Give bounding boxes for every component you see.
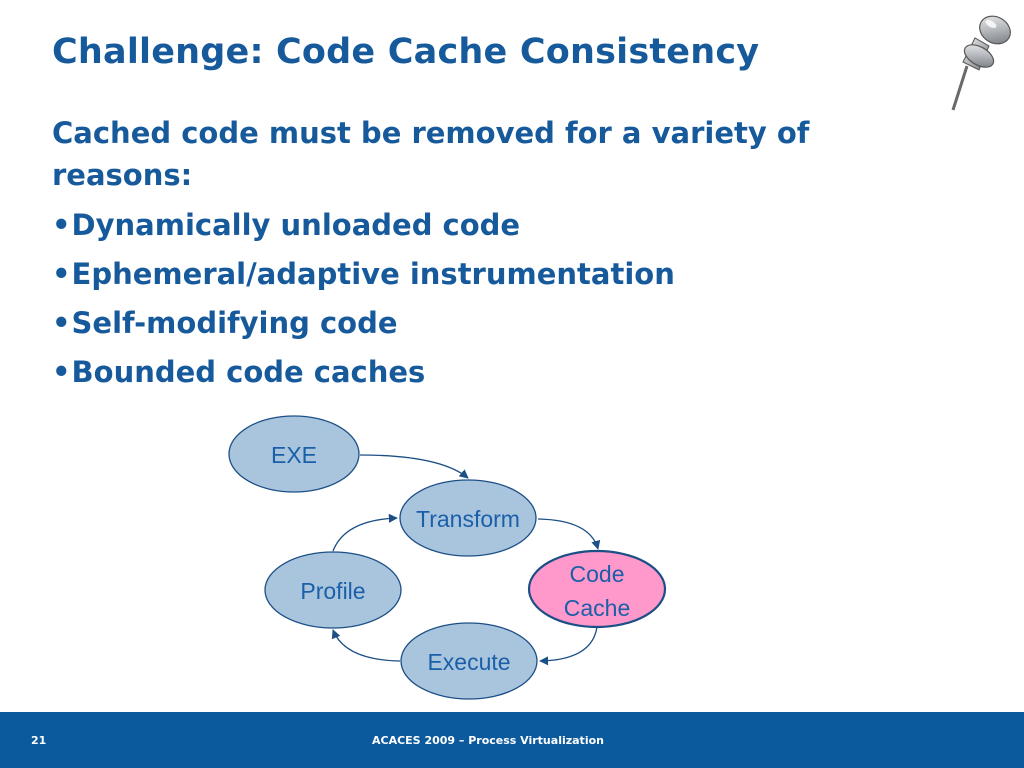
arrow-transform-to-code-cache [537,518,601,550]
node-execute: Execute [400,622,538,700]
bullet-marker: • [52,355,71,389]
footer-bar: 21 ACACES 2009 – Process Virtualization [0,712,1024,768]
bullet-item: •Bounded code caches [52,351,952,393]
bullet-marker: • [52,208,71,242]
page-number: 21 [31,734,47,747]
node-profile: Profile [264,551,402,629]
intro-text: Cached code must be removed for a variet… [52,116,810,192]
node-execute-label: Execute [427,649,510,675]
arrow-profile-to-transform [332,513,398,552]
node-code-cache-label-line1: Code [570,561,625,587]
diagram-connectors [331,454,601,666]
node-code-cache-label-line2: Cache [564,595,630,621]
bullet-text: Self-modifying code [71,306,398,340]
slide-body: Cached code must be removed for a variet… [52,112,952,400]
node-exe-label: EXE [271,442,317,468]
bullet-text: Ephemeral/adaptive instrumentation [71,257,675,291]
push-pin-icon [951,15,1011,111]
arrow-execute-to-profile [331,629,401,662]
node-code-cache: Code Cache [527,549,667,629]
arrow-exe-to-transform [359,454,469,479]
bullet-marker: • [52,306,71,340]
bullet-item: •Ephemeral/adaptive instrumentation [52,253,952,295]
footer-text: ACACES 2009 – Process Virtualization [372,734,604,747]
node-transform-label: Transform [416,506,520,532]
bullet-item: •Dynamically unloaded code [52,204,952,246]
arrow-code-cache-to-execute [539,626,598,666]
node-transform: Transform [399,479,537,557]
slide-title: Challenge: Code Cache Consistency [52,32,760,72]
bullet-text: Dynamically unloaded code [71,208,521,242]
bullet-marker: • [52,257,71,291]
bullet-item: •Self-modifying code [52,302,952,344]
node-profile-label: Profile [300,578,365,604]
node-exe: EXE [228,415,360,493]
bullet-text: Bounded code caches [71,355,426,389]
